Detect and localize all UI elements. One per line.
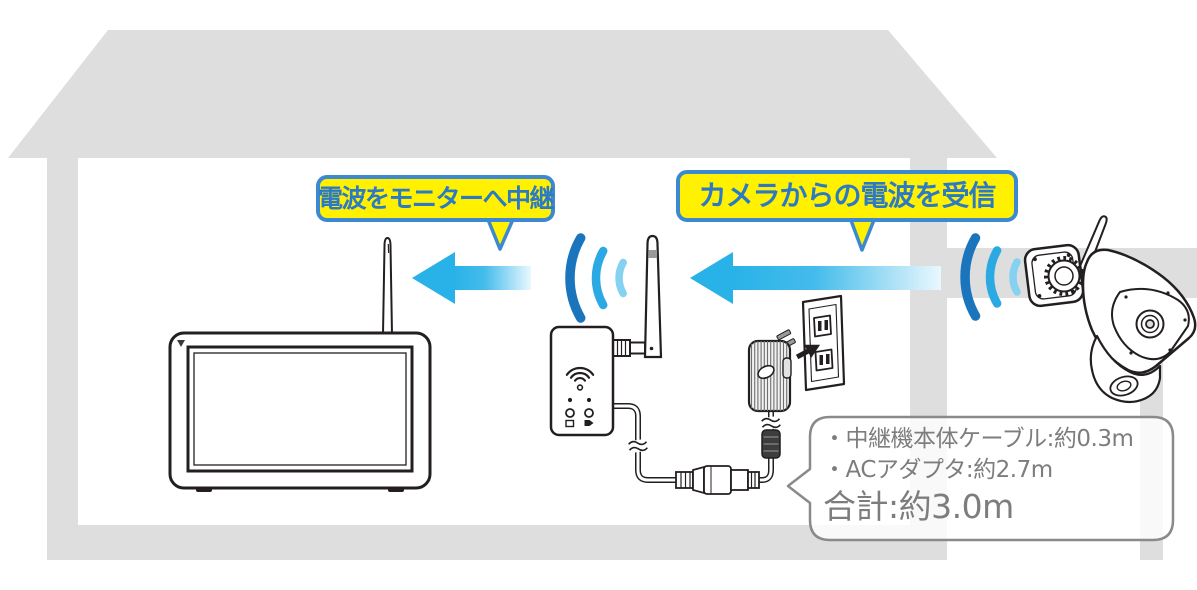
callout-box xyxy=(786,415,1175,542)
monitor-glyph-icon xyxy=(565,419,575,428)
camera-icon xyxy=(1023,215,1197,404)
house-roof xyxy=(8,30,997,158)
camera-lower-housing xyxy=(1089,334,1162,404)
repeater-button xyxy=(565,408,575,418)
wifi-signal-icon xyxy=(960,233,1021,321)
ferrite-bead xyxy=(761,429,781,459)
repeater-icon xyxy=(549,234,663,437)
house-left-wall xyxy=(47,158,78,560)
dc-connector xyxy=(675,465,760,495)
monitor-logo xyxy=(177,340,185,347)
repeater-led xyxy=(586,397,592,403)
cable-length-callout: ・中継機本体ケーブル:約0.3m ・ACアダプタ:約2.7m 合計:約3.0m xyxy=(823,424,1168,528)
camera-glyph-icon xyxy=(584,420,594,426)
callout-line-total: 合計:約3.0m xyxy=(823,487,1014,526)
monitor-foot xyxy=(196,487,212,492)
ac-adapter-icon xyxy=(747,329,821,413)
monitor-icon xyxy=(168,236,432,492)
outlet-icon xyxy=(801,294,846,392)
arrow-left-icon xyxy=(690,252,941,304)
cable-break-mark xyxy=(761,415,781,431)
cable-break-mark xyxy=(628,438,648,454)
callout-line-repeater-cable: ・中継機本体ケーブル:約0.3m xyxy=(823,426,1134,452)
wifi-logo-icon xyxy=(565,366,595,391)
label-receive-from-camera: カメラからの電波を受信 xyxy=(676,170,1018,222)
camera-antenna xyxy=(1077,215,1108,274)
repeater-button xyxy=(584,408,594,418)
wifi-signal-icon xyxy=(565,233,627,323)
repeater-antenna xyxy=(643,234,663,359)
monitor-foot xyxy=(388,487,404,492)
house-floor xyxy=(78,525,947,560)
monitor-antenna xyxy=(381,236,394,335)
callout-line-ac-adapter: ・ACアダプタ:約2.7m xyxy=(823,457,1053,483)
label-relay-to-monitor: 電波をモニターへ中継 xyxy=(316,175,555,222)
arrow-left-icon xyxy=(412,252,531,304)
monitor-screen xyxy=(186,345,414,473)
repeater-led xyxy=(567,397,573,403)
plug-direction-arrow xyxy=(795,344,821,360)
repeater-body xyxy=(549,325,615,437)
